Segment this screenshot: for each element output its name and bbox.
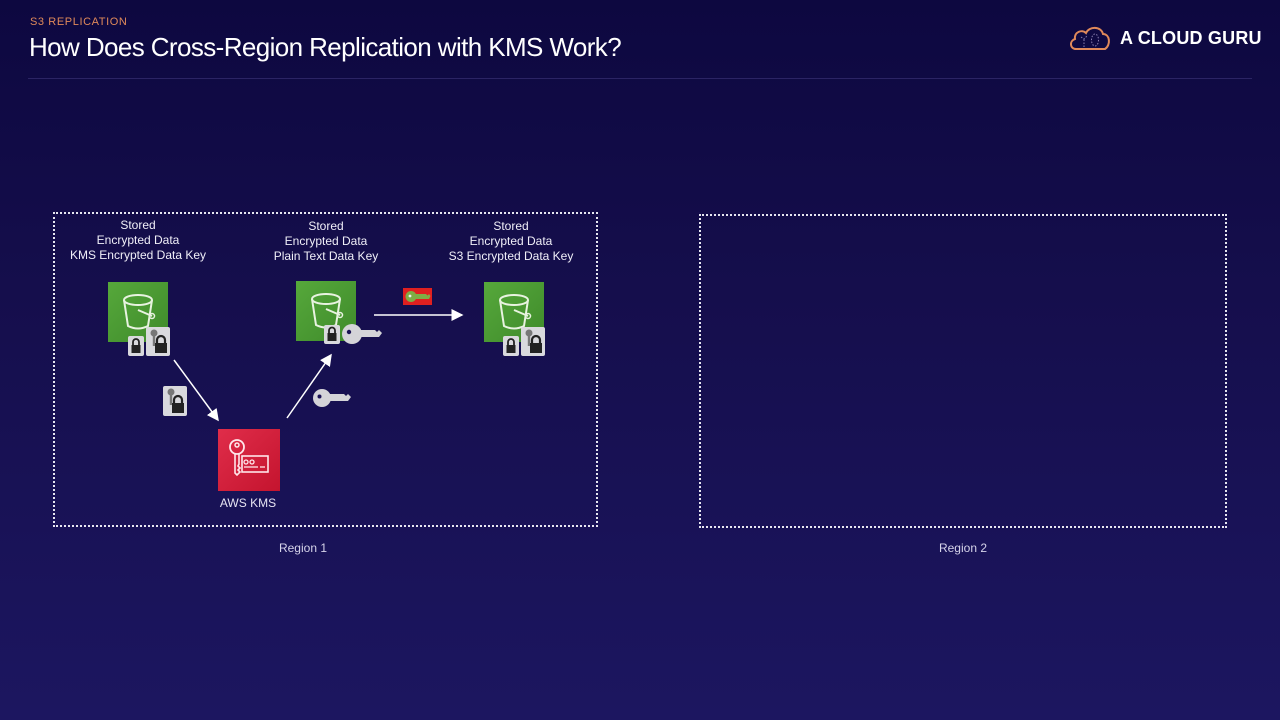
region-1-label: Region 1: [278, 541, 328, 555]
arrow-kms-to-bucket2: [286, 353, 332, 419]
bucket-1-line-3: KMS Encrypted Data Key: [69, 248, 207, 262]
bucket-3-line-3: S3 Encrypted Data Key: [448, 249, 574, 263]
locked-data-icon: [128, 336, 144, 356]
arrow-bucket1-to-kms: [173, 359, 219, 422]
kms-label: AWS KMS: [219, 496, 277, 510]
header-divider: [28, 78, 1252, 79]
plain-key-icon: [312, 388, 352, 408]
encrypted-key-icon: [146, 327, 170, 356]
bucket-3-line-2: Encrypted Data: [469, 234, 553, 248]
region-1-box: [53, 212, 598, 527]
bucket-1-line-2: Encrypted Data: [96, 233, 180, 247]
page-title: How Does Cross-Region Replication with K…: [29, 32, 622, 62]
bucket-2-line-1: Stored: [308, 219, 344, 233]
bucket-1-label: Stored Encrypted Data KMS Encrypted Data…: [38, 218, 238, 263]
s3-bucket-icon: [484, 282, 544, 342]
bucket-3-line-1: Stored: [493, 219, 529, 233]
eyebrow-label: S3 REPLICATION: [30, 16, 128, 28]
kms-key-icon: [218, 429, 280, 491]
region-2-box: [699, 214, 1227, 528]
brand-logo: A CLOUD GURU: [1068, 25, 1262, 51]
brand-name: A CLOUD GURU: [1120, 27, 1262, 48]
locked-data-icon: [503, 336, 519, 356]
bucket-3-label: Stored Encrypted Data S3 Encrypted Data …: [411, 219, 611, 264]
locked-data-icon: [324, 325, 340, 344]
bucket-2-line-3: Plain Text Data Key: [273, 249, 379, 263]
encrypted-key-icon: [163, 386, 187, 416]
cloud-logo-icon: [1068, 25, 1112, 51]
bucket-2-line-2: Encrypted Data: [284, 234, 368, 248]
bucket-1-line-1: Stored: [120, 218, 156, 232]
s3-managed-key-icon: [403, 288, 432, 305]
plain-key-icon: [341, 323, 383, 345]
region-2-label: Region 2: [938, 541, 988, 555]
encrypted-key-icon: [521, 327, 545, 356]
bucket-2-label: Stored Encrypted Data Plain Text Data Ke…: [226, 219, 426, 264]
